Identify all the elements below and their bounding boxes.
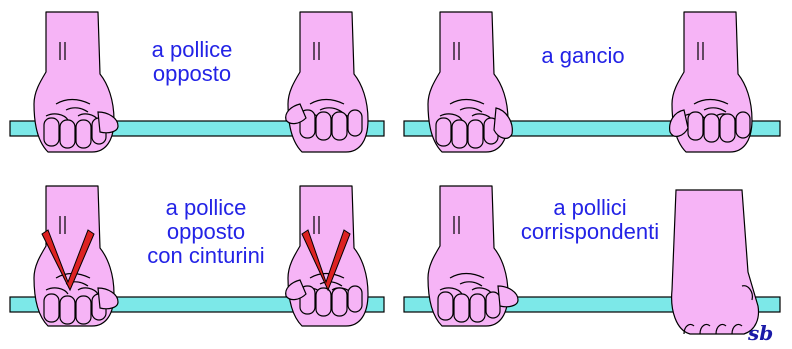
panel3-right-hand bbox=[286, 186, 368, 326]
panel1-left-hand bbox=[34, 12, 118, 152]
panel2-right-hand bbox=[670, 12, 752, 152]
panel3-left-hand bbox=[34, 186, 118, 326]
caption-line: a pollice bbox=[132, 38, 252, 62]
caption-line: con cinturini bbox=[126, 244, 286, 268]
caption-line: a pollice bbox=[126, 196, 286, 220]
artist-signature: sb bbox=[748, 322, 773, 344]
caption-thumb-opposed: a pollice opposto bbox=[132, 38, 252, 86]
panel1-right-hand bbox=[286, 12, 368, 152]
caption-line: corrispondenti bbox=[500, 220, 680, 244]
caption-line: opposto bbox=[126, 220, 286, 244]
caption-line: a gancio bbox=[528, 44, 638, 68]
panel2-left-hand bbox=[428, 12, 512, 152]
caption-line: a pollici bbox=[500, 196, 680, 220]
caption-line: opposto bbox=[132, 62, 252, 86]
panel4-right-hand bbox=[672, 190, 759, 334]
caption-thumb-opposed-straps: a pollice opposto con cinturini bbox=[126, 196, 286, 268]
caption-matching-thumbs: a pollici corrispondenti bbox=[500, 196, 680, 244]
caption-hook-grip: a gancio bbox=[528, 44, 638, 68]
